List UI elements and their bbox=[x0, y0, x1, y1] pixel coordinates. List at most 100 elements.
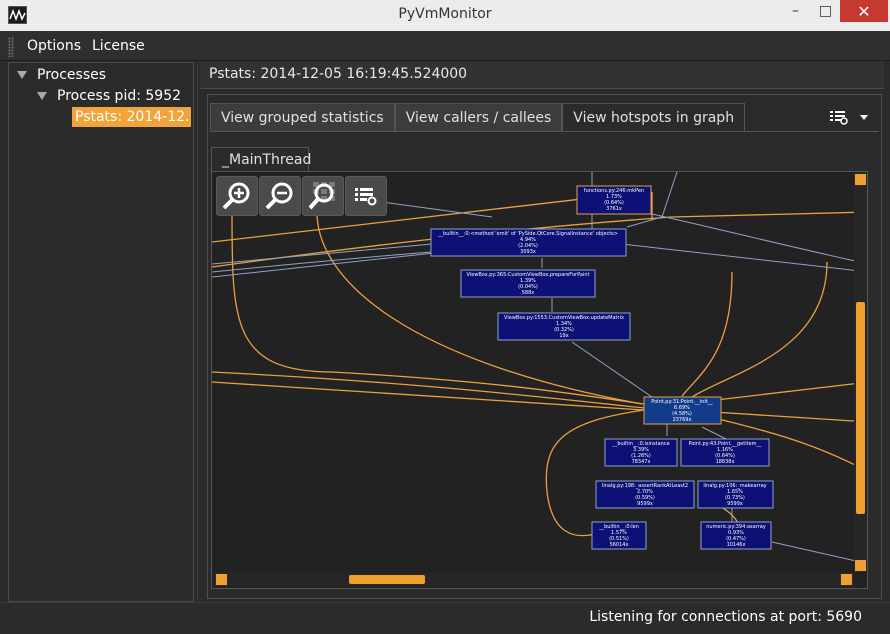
svg-text:1.34%: 1.34% bbox=[556, 321, 572, 327]
pstats-header: Pstats: 2014-12-05 16:19:45.524000 bbox=[200, 62, 884, 89]
svg-text:78347x: 78347x bbox=[632, 459, 651, 465]
node-label: ViewBox.py:365:CustomViewBox.prepareForP… bbox=[467, 272, 590, 278]
svg-text:1.65%: 1.65% bbox=[727, 489, 743, 495]
graph-node: linalg.py:198:_assertRankAtLeast2 2.70% … bbox=[595, 480, 695, 509]
menu-options[interactable]: Options bbox=[27, 38, 82, 54]
node-label: __builtin__:0:<method 'emit' of 'PySide.… bbox=[437, 231, 618, 237]
zoom-out-icon bbox=[265, 182, 293, 210]
node-label: linalg.py:106:_makearray bbox=[703, 483, 766, 489]
minimize-button[interactable]: – bbox=[792, 3, 799, 19]
svg-text:56014x: 56014x bbox=[610, 542, 629, 548]
tree-item-pstats[interactable]: Pstats: 2014-12... bbox=[72, 107, 191, 127]
svg-text:3761x: 3761x bbox=[606, 206, 622, 212]
svg-text:19x: 19x bbox=[559, 333, 568, 339]
svg-text:2.70%: 2.70% bbox=[637, 489, 653, 495]
scroll-down-button[interactable] bbox=[854, 559, 867, 572]
tree-item-process[interactable]: Process pid: 5952 bbox=[37, 86, 181, 106]
svg-text:10146x: 10146x bbox=[727, 542, 746, 548]
svg-text:(0.32%): (0.32%) bbox=[554, 327, 574, 333]
expand-arrow-icon[interactable] bbox=[17, 71, 27, 79]
scroll-up-button[interactable] bbox=[854, 173, 867, 186]
node-label: functions.py:246:mkPen bbox=[584, 188, 644, 194]
zoom-fit-button[interactable] bbox=[302, 176, 344, 216]
tree-item-processes[interactable]: Processes bbox=[17, 65, 106, 85]
tree-item-label: Pstats: 2014-12... bbox=[75, 109, 191, 125]
svg-text:(0.59%): (0.59%) bbox=[635, 495, 655, 501]
thread-tab-mainthread[interactable]: _MainThread bbox=[211, 147, 311, 171]
graph-node: ViewBox.py:365:CustomViewBox.prepareForP… bbox=[460, 269, 596, 298]
svg-text:9599x: 9599x bbox=[637, 501, 653, 507]
svg-text:9599x: 9599x bbox=[727, 501, 743, 507]
process-tree: Processes Process pid: 5952 Pstats: 2014… bbox=[8, 62, 194, 602]
vertical-scrollbar[interactable] bbox=[854, 173, 867, 572]
tab-grouped-statistics[interactable]: View grouped statistics bbox=[210, 103, 395, 131]
maximize-button[interactable]: □ bbox=[818, 3, 833, 19]
svg-text:6.69%: 6.69% bbox=[674, 405, 690, 411]
vertical-scroll-handle[interactable] bbox=[856, 302, 865, 514]
node-label: numeric.py:394:asarray bbox=[706, 524, 766, 530]
svg-text:3.39%: 3.39% bbox=[633, 447, 649, 453]
graph-node: __builtin__:0:<method 'emit' of 'PySide.… bbox=[430, 228, 627, 257]
node-label: Point.py:31:Point.__init__ bbox=[651, 399, 713, 405]
graph-node-hotspot: Point.py:31:Point.__init__ 6.69% (4.58%)… bbox=[643, 396, 722, 425]
zoom-in-button[interactable] bbox=[216, 176, 258, 216]
graph-options-button[interactable] bbox=[345, 176, 387, 216]
toolbar-grip-icon[interactable] bbox=[8, 37, 14, 57]
zoom-out-button[interactable] bbox=[259, 176, 301, 216]
tree-item-label: Process pid: 5952 bbox=[57, 88, 182, 104]
graph-node: __builtin__:0:isinstance 3.39% (1.26%) 7… bbox=[604, 438, 678, 467]
menu-license[interactable]: License bbox=[92, 38, 145, 54]
tab-bar: View grouped statistics View callers / c… bbox=[210, 103, 746, 131]
scroll-right-button[interactable] bbox=[840, 573, 853, 586]
pyvmmonitor-logo-icon bbox=[8, 6, 27, 24]
scroll-left-button[interactable] bbox=[215, 573, 228, 586]
svg-text:(0.64%): (0.64%) bbox=[715, 453, 735, 459]
horizontal-scroll-handle[interactable] bbox=[349, 575, 425, 584]
title-bar: PyVmMonitor – □ ✕ bbox=[0, 0, 890, 31]
svg-text:(1.26%): (1.26%) bbox=[631, 453, 651, 459]
svg-text:(0.04%): (0.04%) bbox=[518, 284, 538, 290]
pstats-title: Pstats: 2014-12-05 16:19:45.524000 bbox=[209, 66, 468, 82]
graph-nodes: functions.py:246:mkPen 1.73% (0.64%) 376… bbox=[430, 185, 774, 550]
zoom-in-icon bbox=[222, 182, 250, 210]
svg-text:(2.04%): (2.04%) bbox=[518, 243, 538, 249]
list-settings-icon[interactable] bbox=[828, 108, 876, 126]
tab-divider bbox=[210, 131, 879, 132]
svg-text:23769x: 23769x bbox=[673, 417, 692, 423]
dropdown-arrow-icon bbox=[860, 115, 868, 120]
horizontal-scrollbar[interactable] bbox=[213, 573, 854, 586]
graph-node: __builtin__:0:len 1.57% (0.51%) 56014x bbox=[591, 521, 647, 550]
node-label: linalg.py:198:_assertRankAtLeast2 bbox=[602, 483, 688, 489]
svg-text:1.73%: 1.73% bbox=[606, 194, 622, 200]
svg-text:(4.58%): (4.58%) bbox=[672, 411, 692, 417]
svg-text:(0.73%): (0.73%) bbox=[725, 495, 745, 501]
menu-bar: Options License bbox=[0, 31, 890, 61]
tree-item-label: Processes bbox=[37, 67, 107, 83]
svg-text:(0.64%): (0.64%) bbox=[604, 200, 624, 206]
status-bar: Listening for connections at port: 5690 bbox=[0, 602, 890, 634]
node-label: __builtin__:0:len bbox=[598, 524, 639, 530]
svg-text:1.39%: 1.39% bbox=[520, 278, 536, 284]
tab-hotspots-graph[interactable]: View hotspots in graph bbox=[562, 103, 746, 131]
list-settings-icon bbox=[355, 188, 377, 206]
svg-text:(0.51%): (0.51%) bbox=[609, 536, 629, 542]
view-options-button[interactable] bbox=[828, 107, 876, 127]
graph-node: linalg.py:106:_makearray 1.65% (0.73%) 9… bbox=[697, 480, 774, 509]
close-button[interactable]: ✕ bbox=[840, 0, 888, 22]
zoom-fit-icon bbox=[308, 182, 335, 210]
expand-arrow-icon[interactable] bbox=[37, 92, 47, 100]
call-graph[interactable]: functions.py:246:mkPen 1.73% (0.64%) 376… bbox=[212, 172, 868, 589]
panel-splitter[interactable] bbox=[197, 62, 198, 602]
svg-text:4.94%: 4.94% bbox=[520, 237, 536, 243]
node-label: ViewBox.py:1553:CustomViewBox.updateMatr… bbox=[504, 315, 624, 321]
svg-text:(0.47%): (0.47%) bbox=[726, 536, 746, 542]
svg-text:18838x: 18838x bbox=[716, 459, 735, 465]
svg-text:1.16%: 1.16% bbox=[717, 447, 733, 453]
node-label: Point.py:43:Point.__getitem__ bbox=[688, 441, 762, 447]
graph-node: ViewBox.py:1553:CustomViewBox.updateMatr… bbox=[497, 312, 631, 341]
svg-text:0.93%: 0.93% bbox=[728, 530, 744, 536]
window-title: PyVmMonitor bbox=[398, 6, 492, 22]
hotspot-graph-canvas[interactable]: functions.py:246:mkPen 1.73% (0.64%) 376… bbox=[211, 171, 868, 589]
node-label: __builtin__:0:isinstance bbox=[611, 441, 669, 447]
tab-callers-callees[interactable]: View callers / callees bbox=[394, 103, 563, 131]
